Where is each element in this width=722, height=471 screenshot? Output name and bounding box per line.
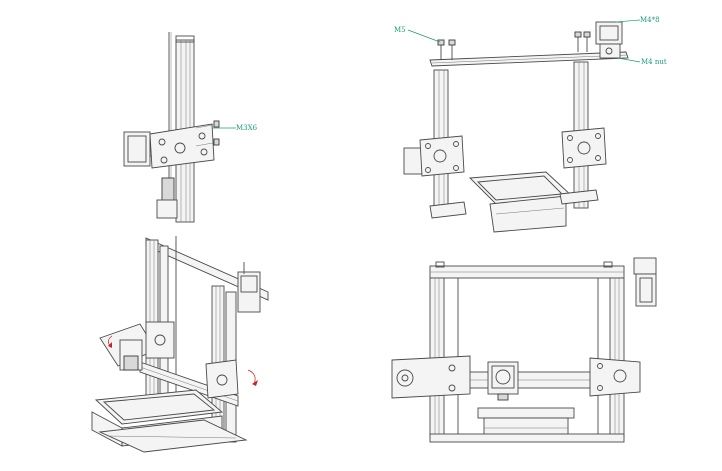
front-bed [477,407,575,419]
panel-frame-isometric [91,236,269,453]
frame-bed [94,389,224,425]
motor-bracket [149,123,215,169]
left-plate [391,355,471,399]
panel-top-beam: M5 M4*8 M4 nut [394,16,667,233]
panel-front-view [391,257,657,443]
label-m4x8: M4*8 [640,16,660,24]
label-m3x6: M3X6 [236,124,258,132]
panel-z-motor-bracket: M3X6 [123,32,258,223]
front-toolhead [487,361,519,395]
label-m4-nut: M4 nut [641,58,667,66]
right-plate [589,357,641,397]
right-bracket [561,127,607,169]
label-m5: M5 [394,26,406,34]
